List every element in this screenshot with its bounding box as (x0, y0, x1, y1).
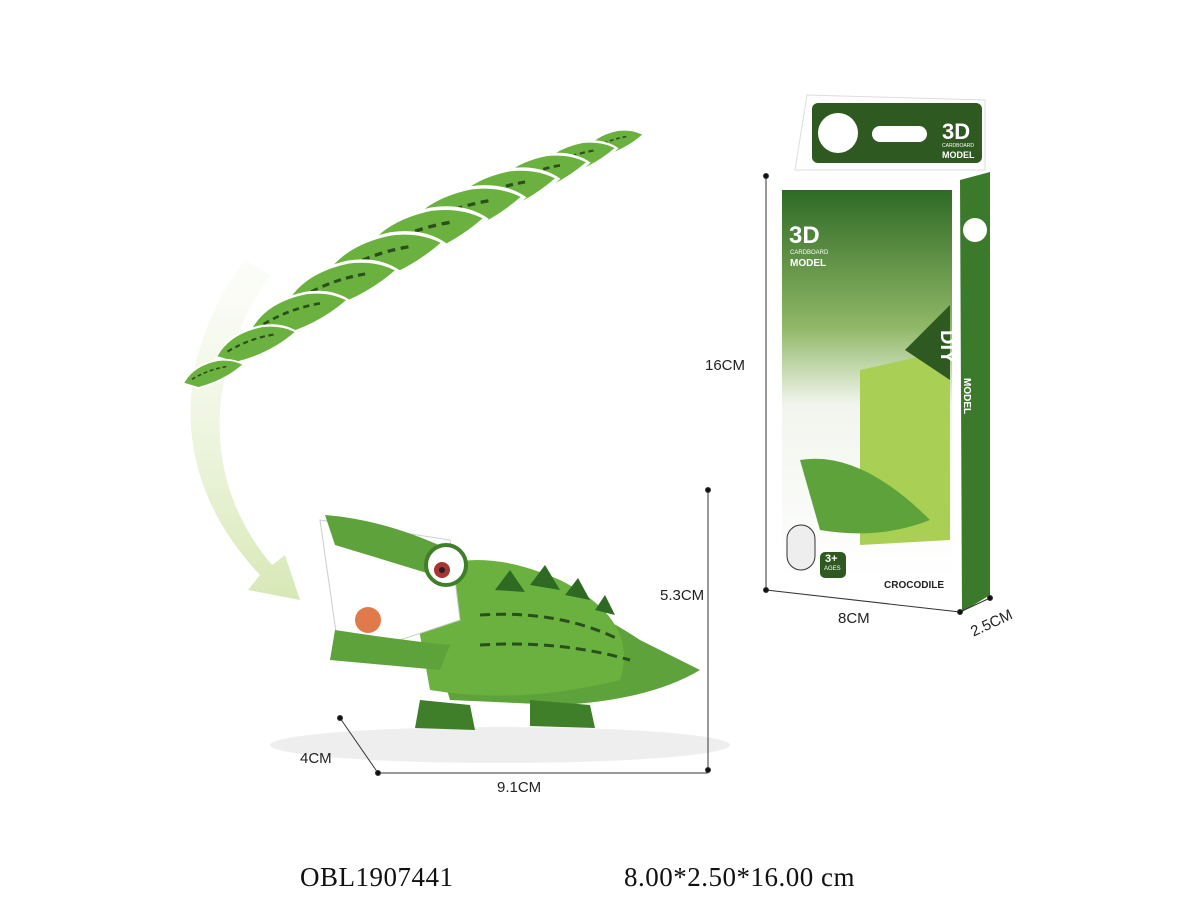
toy-depth-label: 4CM (300, 750, 332, 767)
age-badge: 3+ (825, 553, 838, 565)
front-cardboard-label: CARDBOARD (790, 250, 829, 256)
front-model-label: MODEL (790, 258, 827, 269)
header-model-label: MODEL (942, 150, 975, 160)
toy-length-label: 9.1CM (497, 779, 542, 796)
toy-height-label: 5.3CM (660, 587, 705, 604)
package-size: 8.00*2.50*16.00 cm (624, 862, 855, 892)
box-height-label: 16CM (705, 357, 746, 374)
side-model-label: MODEL (961, 378, 972, 415)
package-box (768, 94, 990, 612)
box-width-label: 8CM (838, 610, 870, 627)
front-3d-title: 3D (789, 222, 820, 249)
model-number: OBL1907441 (300, 862, 454, 892)
exploded-slices (182, 128, 646, 389)
crocodile-slice (182, 358, 246, 389)
box-dimension-lines (763, 173, 993, 615)
animal-name: CROCODILE (884, 580, 944, 591)
side-diy-title: DIY (936, 330, 958, 364)
age-label: AGES (824, 566, 841, 572)
assembled-crocodile (270, 515, 730, 763)
toy-dimension-lines (337, 487, 711, 776)
header-3d-title: 3D (942, 119, 971, 144)
assembly-arrow (190, 260, 300, 600)
header-cardboard-label: CARDBOARD (942, 143, 974, 149)
crocodile-slice (214, 324, 299, 365)
